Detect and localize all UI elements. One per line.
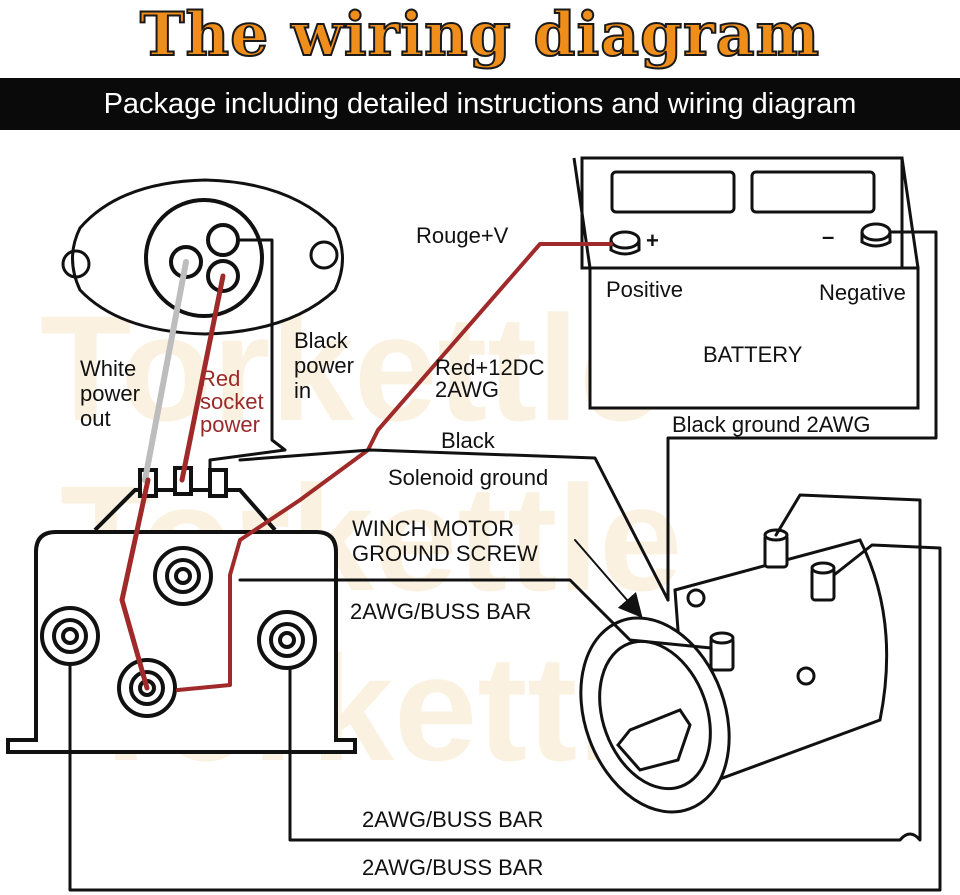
label-red-socket-power-3: power <box>200 412 260 437</box>
label-buss-bar-3: 2AWG/BUSS BAR <box>362 855 543 880</box>
label-positive: Positive <box>606 277 683 302</box>
solenoid-terminal-top <box>153 546 213 606</box>
label-black: Black <box>441 428 496 453</box>
positive-terminal <box>609 230 641 256</box>
solenoid <box>6 466 357 754</box>
plus-sign: + <box>646 228 659 253</box>
label-solenoid-ground: Solenoid ground <box>388 465 548 490</box>
solenoid-terminal-right <box>257 610 317 670</box>
solenoid-ground-wire <box>238 448 670 602</box>
label-red-12dc-1: Red+12DC <box>435 355 545 380</box>
buss-bar-wire-2 <box>288 493 922 842</box>
label-negative: Negative <box>819 280 906 305</box>
buss-bar-wire-3 <box>68 543 942 892</box>
socket-plug <box>61 178 344 336</box>
black-ground-wire <box>666 230 938 602</box>
solenoid-terminal-left <box>40 606 100 666</box>
ground-screw-arrow <box>574 539 643 619</box>
label-black-power-in-1: Black <box>294 328 349 353</box>
label-rouge-v: Rouge+V <box>416 223 509 248</box>
red-12dc-wire <box>176 242 613 692</box>
label-black-power-in-3: in <box>294 378 311 403</box>
motor-post-2 <box>810 561 836 602</box>
page-title: The wiring diagram <box>139 0 821 71</box>
winch-motor <box>579 528 889 814</box>
label-black-power-in-2: power <box>294 353 354 378</box>
label-white-power-out-2: power <box>80 381 140 406</box>
buss-bar-wire-1 <box>238 578 713 650</box>
label-winch-motor-2: GROUND SCREW <box>352 541 538 566</box>
red-solenoid-wire <box>119 477 151 691</box>
label-battery: BATTERY <box>703 342 803 367</box>
label-red-socket-power-2: socket <box>200 389 264 414</box>
motor-ground-post <box>709 631 735 672</box>
minus-sign: – <box>822 224 834 249</box>
battery <box>572 156 920 410</box>
label-red-socket-power-1: Red <box>200 366 240 391</box>
label-white-power-out-1: White <box>80 356 136 381</box>
white-wire <box>142 259 189 483</box>
red-socket-wire <box>179 273 226 483</box>
label-winch-motor-1: WINCH MOTOR <box>352 516 514 541</box>
label-black-ground: Black ground 2AWG <box>672 412 871 437</box>
label-red-12dc-2: 2AWG <box>435 377 499 402</box>
label-white-power-out-3: out <box>80 406 111 431</box>
label-buss-bar-1: 2AWG/BUSS BAR <box>350 599 531 624</box>
subtitle-banner: Package including detailed instructions … <box>0 78 960 130</box>
label-buss-bar-2: 2AWG/BUSS BAR <box>362 807 543 832</box>
black-power-in-wire <box>208 238 287 480</box>
